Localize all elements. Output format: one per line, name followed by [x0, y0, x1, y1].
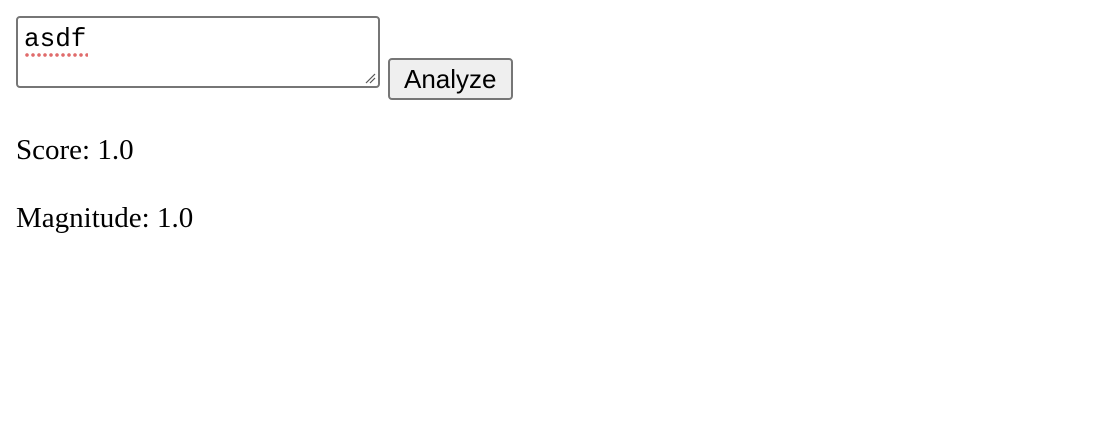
- score-result: Score: 1.0: [16, 133, 134, 167]
- text-input-wrapper: asdf: [16, 16, 380, 88]
- score-label: Score:: [16, 134, 91, 166]
- magnitude-value: 1.0: [156, 202, 194, 234]
- text-input[interactable]: asdf: [16, 16, 380, 88]
- analyze-form: asdf Analyze: [16, 16, 513, 100]
- magnitude-label: Magnitude:: [16, 202, 150, 234]
- magnitude-result: Magnitude: 1.0: [16, 201, 193, 235]
- analyze-button[interactable]: Analyze: [388, 58, 513, 100]
- score-value: 1.0: [97, 134, 134, 166]
